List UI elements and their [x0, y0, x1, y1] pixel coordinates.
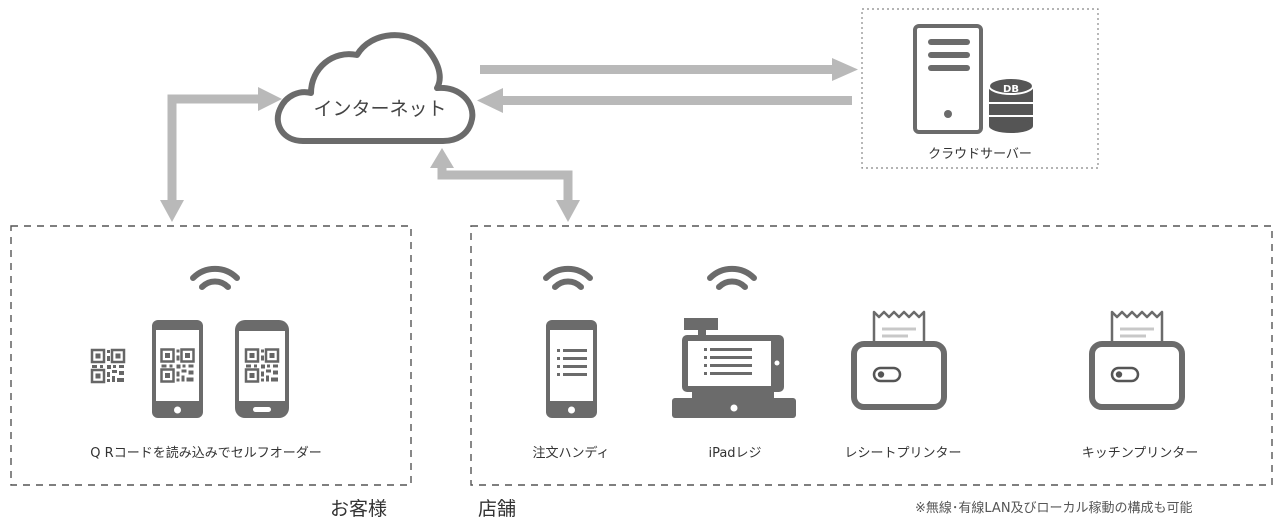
wifi-icon	[710, 269, 754, 287]
smartphone-icon	[152, 320, 203, 418]
smartphone-icon	[546, 320, 597, 418]
cloud-label: インターネット	[313, 98, 447, 120]
store-group-box	[470, 225, 1273, 486]
server-label: クラウドサーバー	[928, 147, 1032, 162]
device-label-handy: 注文ハンディ	[532, 446, 610, 461]
arrow-cloud-to-server	[480, 58, 858, 81]
arrow-server-to-cloud	[477, 88, 852, 113]
footnote: ※無線･有線LAN及びローカル稼動の構成も可能	[915, 501, 1193, 516]
wifi-icon	[193, 269, 237, 287]
smartphone-icon	[235, 320, 289, 418]
database-icon	[988, 77, 1034, 133]
arrow-store-cloud	[430, 148, 580, 222]
customer-group-box	[10, 225, 412, 486]
qr-code-icon	[89, 347, 127, 385]
server-icon	[913, 24, 983, 134]
customer-group-title: お客様	[330, 498, 388, 520]
arrow-customer-cloud	[160, 87, 282, 222]
database-label: DB	[1003, 84, 1019, 95]
device-label-kitchen-printer: キッチンプリンター	[1081, 446, 1199, 461]
server-group-box	[861, 8, 1099, 169]
wifi-icon	[546, 269, 590, 287]
printer-icon	[1092, 312, 1182, 407]
device-label-receipt-printer: レシートプリンター	[844, 446, 962, 461]
customer-caption: Q Rコードを読み込みでセルフオーダー	[90, 446, 322, 461]
device-label-ipad-register: iPadレジ	[708, 446, 762, 461]
pos-register-icon	[672, 318, 796, 418]
printer-icon	[854, 312, 944, 407]
cloud-icon	[274, 32, 476, 144]
store-group-title: 店舗	[478, 498, 517, 520]
